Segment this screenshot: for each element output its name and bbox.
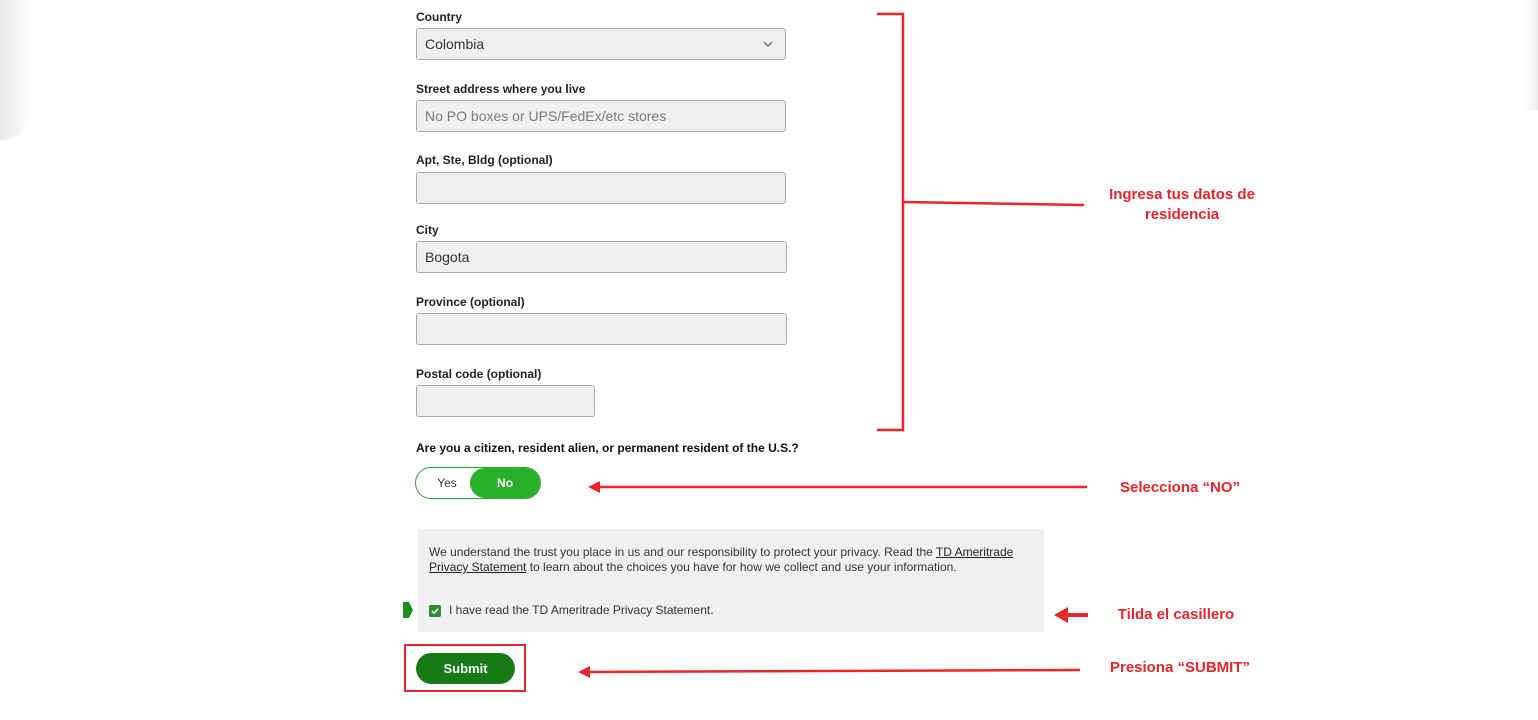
chevron-down-icon	[763, 41, 773, 47]
residence-bracket	[877, 12, 905, 432]
city-label: City	[416, 223, 439, 237]
citizen-question: Are you a citizen, resident alien, or pe…	[416, 441, 799, 455]
province-label: Province (optional)	[416, 295, 525, 309]
privacy-checkbox[interactable]	[429, 604, 441, 617]
privacy-text-before: We understand the trust you place in us …	[429, 545, 936, 559]
left-edge-shade	[0, 0, 34, 140]
city-value: Bogota	[425, 249, 470, 265]
annotation-press-submit: Presiona “SUBMIT”	[1109, 659, 1251, 676]
country-value: Colombia	[425, 36, 485, 52]
submit-arrowhead	[578, 666, 590, 678]
street-input[interactable]: No PO boxes or UPS/FedEx/etc stores	[416, 100, 786, 132]
privacy-check-row[interactable]: I have read the TD Ameritrade Privacy St…	[429, 603, 714, 618]
select-no-arrowhead	[588, 481, 600, 493]
privacy-link[interactable]: TD Ameritrade Privacy Statement	[429, 545, 1014, 574]
toggle-no[interactable]: No	[470, 468, 540, 498]
annotation-select-no: Selecciona “NO”	[1119, 479, 1241, 496]
apt-label: Apt, Ste, Bldg (optional)	[416, 153, 553, 167]
privacy-box: We understand the trust you place in us …	[418, 529, 1044, 632]
citizen-toggle[interactable]: Yes No	[415, 467, 541, 499]
submit-highlight-frame	[404, 644, 526, 692]
submit-arrow-line	[587, 668, 1081, 674]
annotation-tick-box: Tilda el casillero	[1117, 606, 1235, 623]
city-input[interactable]: Bogota	[416, 241, 787, 273]
check-icon	[431, 607, 439, 614]
postal-input[interactable]	[416, 385, 595, 417]
annotation-residence: Ingresa tus datos de residencia	[1109, 186, 1255, 223]
privacy-text-after: to learn about the choices you have for …	[526, 560, 957, 574]
submit-button[interactable]: Submit	[416, 653, 515, 684]
right-edge-shade	[1524, 0, 1538, 110]
focus-marker-icon	[403, 602, 413, 618]
tick-box-arrowhead	[1054, 607, 1068, 623]
privacy-checkbox-label: I have read the TD Ameritrade Privacy St…	[449, 603, 714, 617]
street-placeholder: No PO boxes or UPS/FedEx/etc stores	[425, 108, 667, 124]
toggle-yes[interactable]: Yes	[437, 476, 457, 490]
country-label: Country	[416, 10, 462, 24]
province-input[interactable]	[416, 313, 787, 345]
country-select[interactable]: Colombia	[416, 28, 786, 60]
residence-line	[902, 200, 1085, 207]
street-label: Street address where you live	[416, 82, 586, 96]
apt-input[interactable]	[416, 172, 786, 204]
postal-label: Postal code (optional)	[416, 367, 542, 381]
